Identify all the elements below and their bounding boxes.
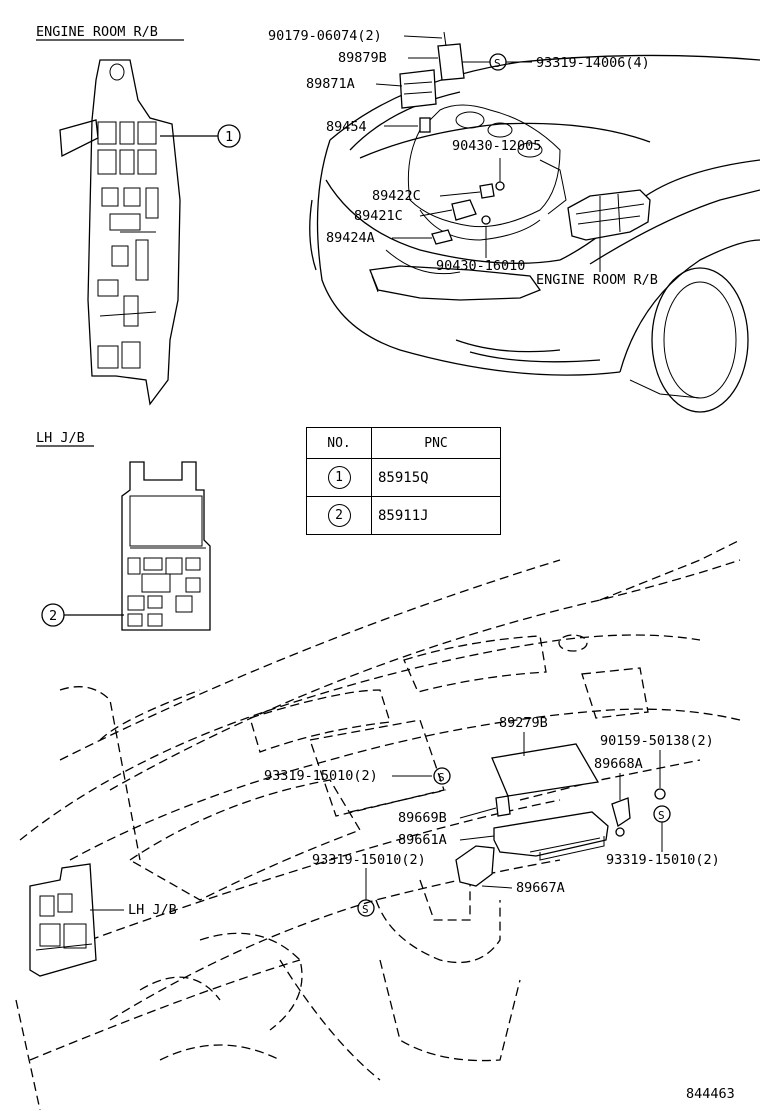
label-lh-jb: LH J/B	[128, 902, 177, 918]
label-89661A: 89661A	[398, 832, 447, 848]
screw-symbol-b-label: S	[658, 809, 665, 822]
callout-2-marker	[41, 603, 65, 627]
table-row: 1 85915Q	[306, 458, 501, 497]
engine-room-rb-title: ENGINE ROOM R/B	[36, 24, 158, 40]
label-89871A: 89871A	[306, 76, 355, 92]
label-89422C: 89422C	[372, 188, 421, 204]
label-89279B: 89279B	[499, 715, 548, 731]
lh-junction-block	[121, 461, 211, 631]
header-no: NO.	[306, 427, 372, 459]
table-header-row: NO. PNC	[306, 427, 501, 459]
screw-symbol-a-label: S	[438, 771, 445, 784]
callout-1-label: 1	[225, 129, 233, 145]
screw-symbol-c-label: S	[362, 903, 369, 916]
row-number-circle: 1	[327, 466, 351, 489]
label-90159-50138: 90159-50138(2)	[600, 733, 714, 749]
label-89879B: 89879B	[338, 50, 387, 66]
screw-symbol-a	[433, 767, 451, 785]
label-93319-15010-c: 93319-15010(2)	[312, 852, 426, 868]
engine-compartment-illustration	[309, 31, 760, 413]
table-row: 2 85911J	[306, 496, 501, 535]
label-89421C: 89421C	[354, 208, 403, 224]
callout-2-label: 2	[49, 608, 57, 624]
label-89669B: 89669B	[398, 810, 447, 826]
label-89667A: 89667A	[516, 880, 565, 896]
engine-room-relay-block	[59, 59, 181, 406]
label-93319-15010-b: 93319-15010(2)	[606, 852, 720, 868]
label-90430-16010: 90430-16010	[436, 258, 525, 274]
label-89454: 89454	[326, 119, 367, 135]
callout-1-marker	[217, 124, 241, 148]
row-pnc: 85915Q	[371, 458, 501, 497]
screw-symbol-c	[357, 899, 375, 917]
row-number-circle: 2	[327, 504, 351, 527]
label-89424A: 89424A	[326, 230, 375, 246]
label-90179-06074: 90179-06074(2)	[268, 28, 382, 44]
label-engine-room-rb: ENGINE ROOM R/B	[536, 272, 658, 288]
label-89668A: 89668A	[594, 756, 643, 772]
dashboard-illustration	[15, 539, 741, 1111]
row-pnc: 85911J	[371, 496, 501, 535]
screw-symbol-engine-label: S	[494, 57, 501, 70]
pnc-reference-table: NO. PNC 1 85915Q 2 85911J	[306, 427, 501, 535]
label-90430-12005: 90430-12005	[452, 138, 541, 154]
lh-jb-title: LH J/B	[36, 430, 85, 446]
illustration-number: 844463	[686, 1086, 735, 1102]
label-93319-15010-a: 93319-15010(2)	[264, 768, 378, 784]
label-93319-14006: 93319-14006(4)	[536, 55, 650, 71]
header-pnc: PNC	[371, 427, 501, 459]
